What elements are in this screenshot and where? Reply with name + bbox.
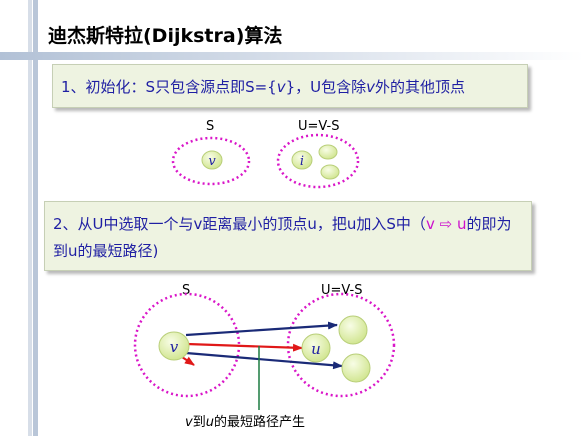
step2-suffix: 的即为到u的最短路径): [53, 215, 512, 260]
arrow-v-to-bottom-node: [185, 351, 343, 370]
slide-title: 迪杰斯特拉(Dijkstra)算法: [48, 25, 283, 47]
left-accent-bar-dark: [33, 0, 38, 436]
step1-v2: v: [366, 78, 376, 96]
diagram1-node-v: [201, 150, 223, 170]
step2-box: 2、从U中选取一个与v距离最小的顶点u，把u加入S中（v ⇨ u的即为到u的最短…: [44, 201, 532, 271]
title-underline-bar: [0, 52, 584, 60]
step1-v: v: [276, 78, 286, 96]
diagram2-node-u: [301, 333, 331, 363]
diagram1-node-v-label: v: [208, 154, 216, 169]
step2-prefix: 2、从U中选取一个与v距离最小的顶点u，把u加入S中（: [53, 215, 426, 233]
diagram2-node-v: [158, 331, 190, 361]
diagram2-node-bottom: [341, 353, 371, 383]
step1-suffix: 外的其他顶点: [375, 78, 466, 96]
diagram1-node-a: [318, 144, 338, 160]
step2-u: u: [456, 215, 467, 233]
step1-middle: }，U包含除: [285, 78, 367, 96]
step1-prefix: 1、初始化：S只包含源点即S={: [61, 78, 277, 96]
caption-mid: 到: [192, 415, 206, 430]
diagram2-set-u: [286, 292, 396, 398]
diagram2-set-s-label: S: [182, 283, 191, 298]
diagram2-node-u-label: u: [311, 340, 321, 358]
left-accent-bar-light: [28, 0, 32, 436]
step2-arrow-glyph: ⇨: [439, 215, 453, 233]
diagram1-set-s: [171, 136, 251, 186]
diagram2-caption: v到u的最短路径产生: [185, 411, 305, 430]
diagram1-node-i: [291, 150, 313, 170]
caption-v: v: [185, 415, 193, 430]
diagram1-node-b: [320, 164, 340, 180]
diagram1-set-s-label: S: [206, 119, 215, 134]
diagram1-node-i-label: i: [300, 154, 304, 169]
arrow-v-to-u: [186, 342, 303, 352]
diagram2-node-v-label: v: [170, 338, 179, 356]
caption-end: 的最短路径产生: [213, 415, 305, 430]
diagram1-set-u: [276, 133, 360, 189]
caption-u: u: [205, 415, 214, 430]
step2-v: v: [425, 215, 435, 233]
diagram1-set-u-label: U=V-S: [298, 119, 340, 134]
diagram2-node-top: [338, 315, 368, 345]
step1-box: 1、初始化：S只包含源点即S={v}，U包含除v外的其他顶点: [52, 64, 528, 108]
arrow-v-to-top-node: [185, 321, 338, 337]
